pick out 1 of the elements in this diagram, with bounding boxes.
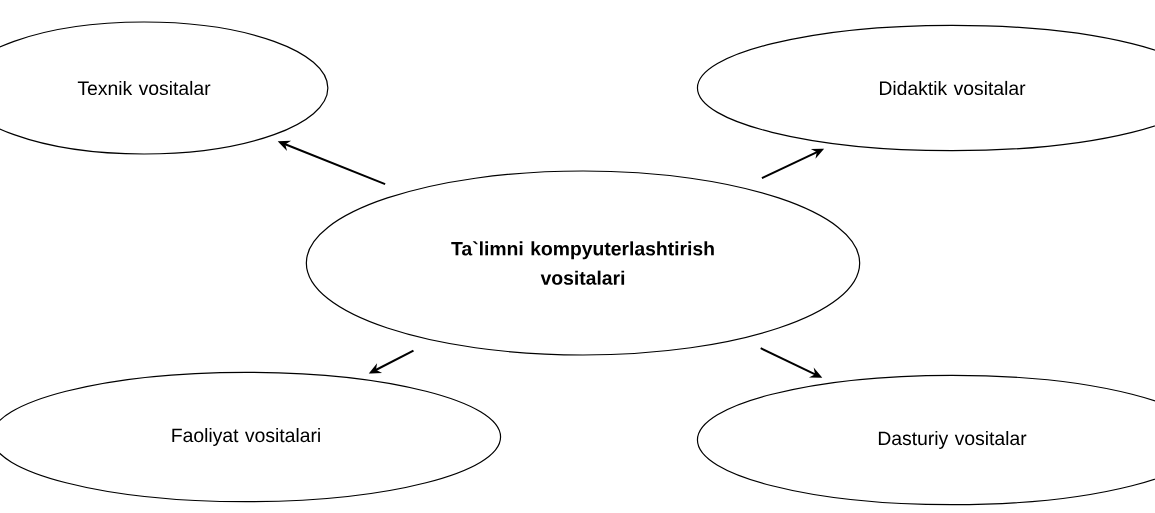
ellipse-node: Ta`limni kompyuterlashtirish vositalari	[305, 170, 861, 356]
